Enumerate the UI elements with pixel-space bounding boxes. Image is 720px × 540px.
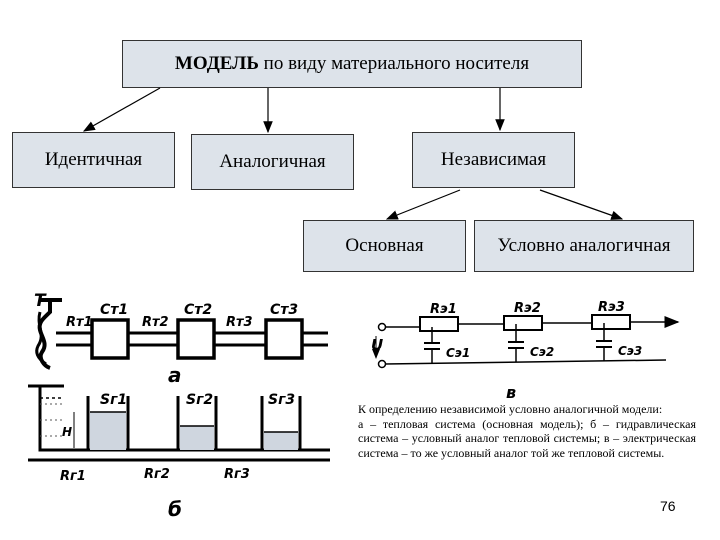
hydraulic-label-S1: Sг1	[100, 392, 127, 408]
hydraulic-label-R2: Rг2	[144, 467, 170, 482]
hydraulic-system-figure: H Sг1 Sг2 Sг3 Rг1 Rг2 Rг3 б	[28, 384, 330, 521]
caption-line-1: К определению независимой условно аналог…	[358, 402, 663, 416]
hydraulic-label-S3: Sг3	[268, 392, 295, 408]
electric-panel-label: в	[506, 383, 516, 402]
model-title-rest: по виду материального носителя	[258, 53, 530, 74]
hydraulic-panel-label: б	[168, 497, 182, 521]
box-analog-label: Аналогичная	[219, 151, 326, 172]
arrow-to-main	[385, 189, 461, 220]
model-title-bold: МОДЕЛЬ	[174, 53, 259, 74]
thermal-label-T: T	[34, 291, 47, 311]
electric-system-figure	[372, 314, 680, 369]
hydraulic-label-H: H	[62, 425, 72, 439]
connector-arrows	[82, 87, 624, 220]
thermal-label-R1: Rт1	[66, 315, 93, 330]
electric-label-R2: Rэ2	[514, 301, 541, 316]
electric-label-U: U	[371, 336, 383, 354]
box-main: Основная	[303, 220, 466, 272]
page-number: 76	[660, 498, 676, 514]
thermal-label-R3: Rт3	[226, 315, 253, 330]
figure-caption: К определению независимой условно аналог…	[358, 402, 696, 460]
model-title-box: МОДЕЛЬ по виду материального носителя	[122, 40, 582, 88]
arrow-to-conditional	[539, 189, 624, 220]
electric-label-C3: Cэ3	[618, 344, 642, 358]
box-analog: Аналогичная	[191, 134, 354, 190]
box-identical: Идентичная	[12, 132, 175, 188]
thermal-label-C2: Cт2	[184, 302, 212, 318]
hydraulic-label-R3: Rг3	[224, 467, 250, 482]
hydraulic-label-R1: Rг1	[60, 469, 86, 484]
electric-label-C1: Cэ1	[446, 346, 470, 360]
arrow-to-identical	[82, 87, 161, 132]
box-independent: Независимая	[412, 132, 575, 188]
electric-label-R3: Rэ3	[598, 300, 625, 315]
caption-line-2: а – тепловая система (основная модель); …	[358, 416, 696, 460]
thermal-panel-label: a	[168, 363, 182, 387]
electric-label-R1: Rэ1	[430, 302, 457, 317]
thermal-label-R2: Rт2	[142, 315, 169, 330]
box-conditional-label: Условно аналогичная	[497, 235, 671, 256]
hydraulic-label-S2: Sг2	[186, 392, 213, 408]
thermal-label-C1: Cт1	[100, 302, 128, 318]
thermal-label-C3: Cт3	[270, 302, 298, 318]
thermal-system-figure: T Rт1 Cт1 Rт2 Cт2 Rт3 Cт3 a	[34, 291, 328, 387]
electric-labels: Rэ1 Rэ2 Rэ3 Cэ1 Cэ2 Cэ3 U в	[371, 300, 642, 402]
box-independent-label: Независимая	[440, 149, 547, 170]
electric-label-C2: Cэ2	[530, 345, 554, 359]
box-main-label: Основная	[345, 235, 424, 256]
box-conditional: Условно аналогичная	[474, 220, 694, 272]
box-identical-label: Идентичная	[44, 149, 143, 170]
